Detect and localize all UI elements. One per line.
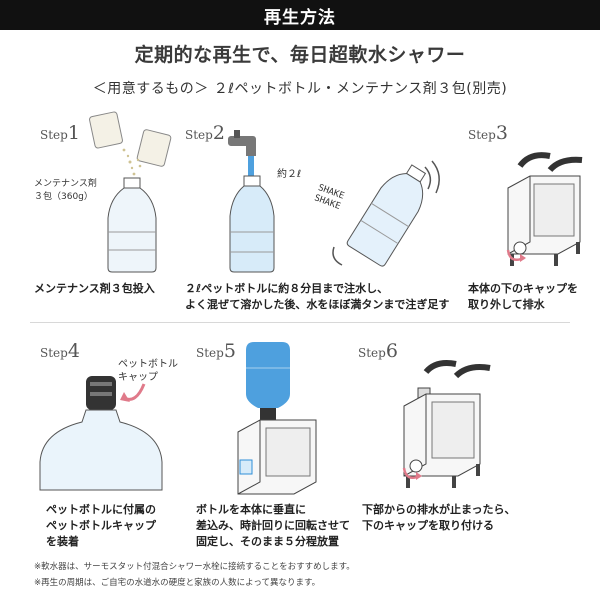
step-3-number: 3 [495, 122, 508, 144]
section-divider [30, 322, 570, 323]
water-softener-unit-icon [403, 360, 491, 488]
step-2-number: 2 [212, 122, 225, 144]
step-3-caption-line-1: 本体の下のキャップを [468, 282, 578, 295]
step-1-label: Step1 [40, 122, 80, 144]
step-1-side-label-line-2: ３包（360g） [34, 192, 93, 202]
step-4-word: Step [40, 346, 68, 360]
step-2-caption: ２ℓペットボトルに約８分目まで注水し、 よく混ぜて溶かした後、水をほぼ満タンまで… [185, 281, 449, 313]
step-6-caption-line-2: 下のキャップを取り付ける [362, 519, 494, 532]
powder-packet-icon [89, 111, 172, 167]
title-bar: 再生方法 [0, 0, 600, 30]
bottle-cap-attached-icon [86, 376, 116, 410]
step-4-illustration [39, 376, 163, 491]
required-items-line: ＜用意するもの＞ ２ℓペットボトル・メンテナンス剤３包(別売) [92, 81, 508, 97]
pet-bottle-icon [107, 177, 157, 273]
drain-cap-icon [513, 241, 527, 255]
step-4-label: Step4 [40, 340, 80, 362]
step-1-side-label-line-1: メンテナンス剤 [34, 179, 97, 189]
faucet-icon [228, 130, 256, 156]
step-5-word: Step [196, 346, 224, 360]
step-1-illustration [89, 111, 172, 273]
step-4-caption-line-3: を装着 [46, 535, 79, 548]
rotate-arrowhead-icon [416, 472, 422, 480]
step-5-caption: ボトルを本体に垂直に 差込み、時計回りに回転させて 固定し、そのまま５分程放置 [196, 502, 350, 550]
step-2-caption-line-1: ２ℓペットボトルに約８分目まで注水し、 [185, 282, 389, 295]
step-3-label: Step3 [468, 122, 508, 144]
step-2-label: Step2 [185, 122, 225, 144]
step-6-label: Step6 [358, 340, 398, 362]
step-6-caption-line-1: 下部からの排水が止まったら、 [362, 503, 516, 516]
step-2-fill-illustration [228, 130, 275, 273]
step-3-caption-line-2: 取り外して排水 [468, 298, 545, 311]
step-6-word: Step [358, 346, 386, 360]
step-2-caption-line-2: よく混ぜて溶かした後、水をほぼ満タンまで注ぎ足す [185, 298, 450, 311]
step-6-illustration [402, 360, 491, 488]
step-4-caption: ペットボトルに付属の ペットボトルキャップ を装着 [46, 502, 156, 550]
step-4-caption-line-1: ペットボトルに付属の [46, 503, 156, 516]
note-1: ※軟水器は、サーモスタット付混合シャワー水栓に接続することをおすすめします。 [34, 562, 355, 572]
note-2: ※再生の周期は、ご自宅の水道水の硬度と家族の人数によって異なります。 [34, 578, 321, 588]
step-5-number: 5 [223, 340, 236, 362]
step-2-shake-illustration [332, 160, 440, 267]
water-softener-unit-icon [507, 152, 583, 266]
step-5-illustration [237, 342, 317, 495]
rotate-arrowhead-icon [520, 254, 526, 262]
step-1-side-label: メンテナンス剤 ３包（360g） [34, 178, 97, 204]
step-4-side-label-line-1: ペットボトル [118, 359, 178, 370]
step-5-caption-line-2: 差込み、時計回りに回転させて [196, 519, 350, 532]
step-4-side-label: ペットボトル キャップ [118, 358, 178, 384]
step-2-volume-label: 約２ℓ [277, 169, 302, 180]
step-5-caption-line-1: ボトルを本体に垂直に [196, 503, 306, 516]
step-4-side-label-line-2: キャップ [118, 372, 158, 383]
step-5-label: Step5 [196, 340, 236, 362]
pointer-arrowhead-icon [120, 392, 130, 402]
step-1-caption: メンテナンス剤３包投入 [34, 281, 155, 297]
motion-lines-icon [332, 160, 440, 266]
step-3-caption: 本体の下のキャップを 取り外して排水 [468, 281, 578, 313]
step-1-caption-line-1: メンテナンス剤３包投入 [34, 282, 155, 295]
water-softener-unit-icon [237, 419, 317, 495]
step-6-number: 6 [385, 340, 398, 362]
shaking-bottle-icon [346, 164, 427, 267]
step-4-number: 4 [67, 340, 80, 362]
inverted-bottle-icon [39, 409, 163, 491]
step-6-caption: 下部からの排水が止まったら、 下のキャップを取り付ける [362, 502, 516, 534]
step-3-word: Step [468, 128, 496, 142]
pet-bottle-icon [229, 175, 275, 273]
page-title: 再生方法 [264, 7, 336, 28]
step-4-caption-line-2: ペットボトルキャップ [46, 519, 156, 532]
step-1-word: Step [40, 128, 68, 142]
step-1-number: 1 [67, 122, 80, 144]
step-2-word: Step [185, 128, 213, 142]
headline: 定期的な再生で、毎日超軟水シャワー [134, 44, 466, 66]
bottle-on-unit-icon [246, 342, 290, 420]
drain-cap-icon [409, 459, 423, 473]
step-3-illustration [506, 152, 583, 266]
step-5-caption-line-3: 固定し、そのまま５分程放置 [196, 535, 339, 548]
